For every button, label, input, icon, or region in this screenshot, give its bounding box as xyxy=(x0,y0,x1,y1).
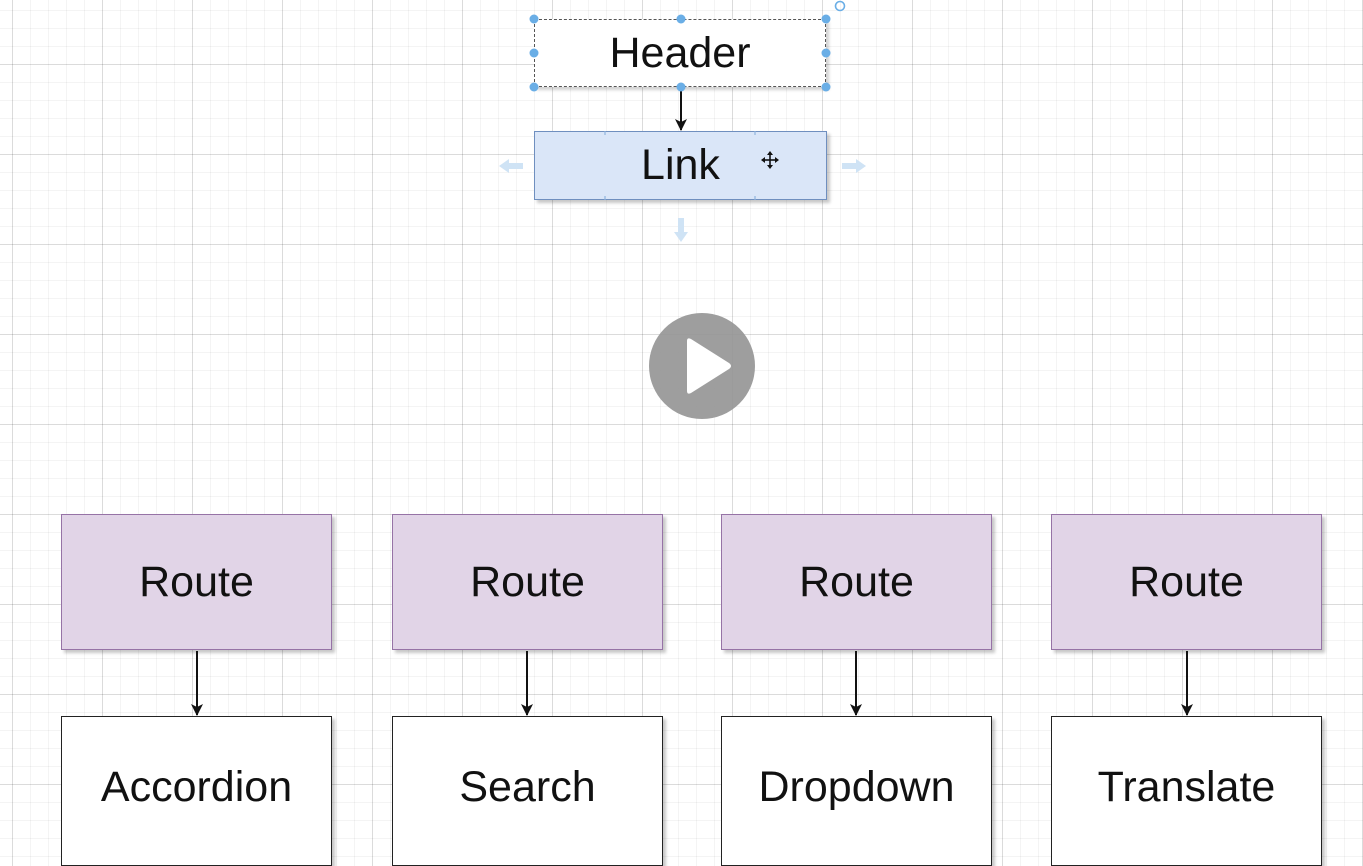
route-node-label: Route xyxy=(139,557,254,606)
link-node-label: Link xyxy=(641,141,720,189)
header-node-label: Header xyxy=(609,28,751,77)
route-node[interactable]: Route xyxy=(721,514,992,650)
resize-handle-s[interactable] xyxy=(676,82,686,92)
arrow-right-icon[interactable] xyxy=(842,159,866,173)
resize-handle-n[interactable] xyxy=(676,14,686,24)
resize-handle-sw[interactable] xyxy=(529,82,539,92)
search-node[interactable]: Search xyxy=(392,716,663,866)
translate-node-label: Translate xyxy=(1097,762,1276,811)
play-button[interactable] xyxy=(649,313,755,419)
route-node[interactable]: Route xyxy=(1051,514,1322,650)
accordion-node-label: Accordion xyxy=(100,762,293,811)
route-node-label: Route xyxy=(799,557,914,606)
translate-node[interactable]: Translate xyxy=(1051,716,1322,866)
resize-handle-w[interactable] xyxy=(529,48,539,58)
search-node-label: Search xyxy=(459,762,596,811)
header-node[interactable]: Header xyxy=(534,19,826,87)
selection-handles[interactable] xyxy=(529,14,831,92)
dropdown-node[interactable]: Dropdown xyxy=(721,716,992,866)
route-node[interactable]: Route xyxy=(392,514,663,650)
resize-handle-nw[interactable] xyxy=(529,14,539,24)
rotate-handle-icon[interactable] xyxy=(834,0,846,12)
link-node[interactable]: Link xyxy=(534,131,827,200)
arrow-left-icon[interactable] xyxy=(499,159,523,173)
move-cursor-icon xyxy=(761,151,779,169)
resize-handle-ne[interactable] xyxy=(821,14,831,24)
route-node[interactable]: Route xyxy=(61,514,332,650)
resize-handle-se[interactable] xyxy=(821,82,831,92)
play-icon xyxy=(687,338,731,394)
connector-layer xyxy=(191,0,1193,716)
resize-handle-e[interactable] xyxy=(821,48,831,58)
dropdown-node-label: Dropdown xyxy=(758,762,955,811)
route-node-label: Route xyxy=(470,557,585,606)
accordion-node[interactable]: Accordion xyxy=(61,716,332,866)
route-node-label: Route xyxy=(1129,557,1244,606)
arrow-down-icon[interactable] xyxy=(674,218,688,242)
link-connection-points xyxy=(604,131,756,200)
quick-connect-arrows[interactable] xyxy=(499,159,866,242)
